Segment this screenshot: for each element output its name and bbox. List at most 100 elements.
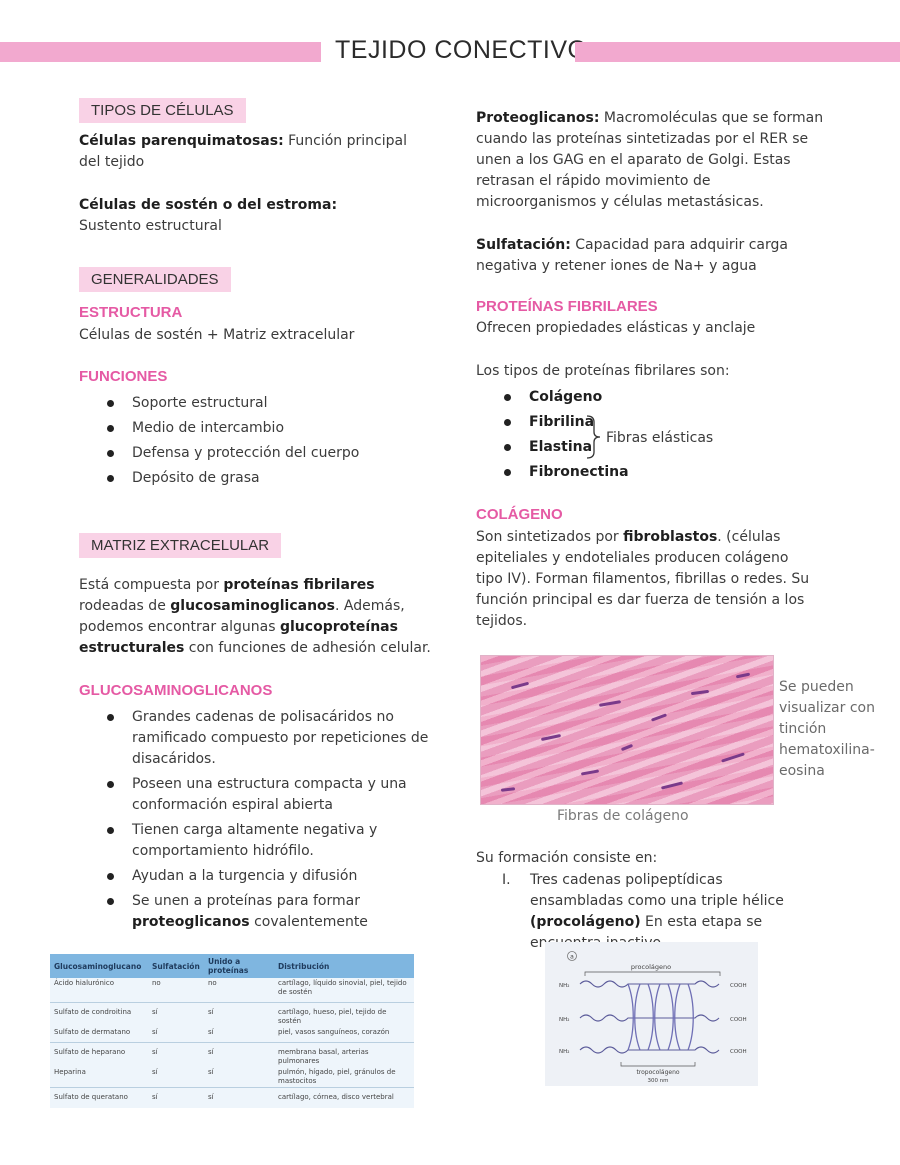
list-item: Colágeno [476, 387, 676, 408]
list-item: Grandes cadenas de polisacáridos no rami… [79, 707, 431, 770]
sulfatacion-desc: Capacidad para adquirir carga negativa y… [476, 237, 788, 274]
fibra-colageno: Colágeno [529, 389, 603, 405]
tipos-desc-2: Sustento estructural [79, 218, 222, 234]
table-row: Sulfato de condroitina sí sí cartílago, … [50, 1001, 414, 1027]
table-header: Glucosaminoglucano [50, 954, 148, 978]
step-bold: (procolágeno) [530, 914, 641, 930]
tipos-item-2: Células de sostén o del estroma: Sustent… [79, 195, 379, 237]
col-t2: . (células epiteliales y endoteliales pr… [476, 529, 810, 629]
cooh-label: COOH [730, 1017, 747, 1023]
table-row: Ácido hialurónico no no cartílago, líqui… [50, 978, 414, 1002]
proteoglicanos-term: Proteoglicanos: [476, 110, 600, 126]
table-cell: membrana basal, arterias pulmonares [274, 1041, 414, 1067]
gag-table-wrap: Glucosaminoglucano Sulfatación Unido a p… [50, 954, 414, 1108]
tipos-intro: Los tipos de proteínas fibrilares son: [476, 363, 730, 379]
table-cell: cartílago, líquido sinovial, piel, tejid… [278, 979, 407, 996]
fibrilares-text: Ofrecen propiedades elásticas y anclaje [476, 320, 756, 336]
gag-last-post: covalentemente [249, 914, 368, 930]
fibras-elasticas-label: Fibras elásticas [606, 430, 714, 446]
list-item: Fibrilina [476, 412, 676, 433]
gag-table: Glucosaminoglucano Sulfatación Unido a p… [50, 954, 414, 1108]
table-cell: sí [204, 1001, 274, 1027]
sulfatacion-term: Sulfatación: [476, 237, 571, 253]
histology-side-note: Se pueden visualizar con tinción hematox… [779, 679, 875, 779]
nh2-label: NH₂ [559, 983, 569, 989]
table-cell: cartílago, hueso, piel, tejido de sostén [274, 1001, 414, 1027]
title-bar-left [0, 42, 321, 62]
tipos-term-2: Células de sostén o del estroma: [79, 197, 338, 213]
list-item: Medio de intercambio [79, 418, 409, 439]
nh2-label: NH₂ [559, 1049, 569, 1055]
table-cell: sí [204, 1086, 274, 1108]
fibrilares-list: Colágeno Fibrilina Elastina Fibronectina [476, 387, 676, 483]
table-cell: Sulfato de queratano [50, 1086, 148, 1108]
funciones-list: Soporte estructural Medio de intercambio… [79, 393, 409, 489]
fibra-fibronectina: Fibronectina [529, 464, 629, 480]
matriz-t4: con funciones de adhesión celular. [184, 640, 431, 656]
funciones-title: FUNCIONES [79, 368, 168, 385]
matriz-b1: proteínas fibrilares [223, 577, 375, 593]
tropocolageno-label: tropocolágeno [636, 1069, 679, 1076]
nh2-label: NH₂ [559, 1017, 569, 1023]
formacion-step-number: I. [502, 872, 511, 888]
matriz-paragraph: Está compuesta por proteínas fibrilares … [79, 575, 431, 659]
table-row: Sulfato de queratano sí sí cartílago, có… [50, 1086, 414, 1108]
table-cell: sí [208, 1067, 214, 1076]
table-cell: piel, vasos sanguíneos, corazón [278, 1027, 390, 1036]
table-row: Sulfato de dermatano sí sí piel, vasos s… [50, 1027, 414, 1043]
list-item: Depósito de grasa [79, 468, 409, 489]
table-cell: sí [148, 1001, 204, 1027]
table-header: Sulfatación [148, 954, 204, 978]
table-cell: Heparina [54, 1067, 86, 1076]
section-matriz-header: MATRIZ EXTRACELULAR [79, 533, 282, 558]
cooh-label: COOH [730, 983, 747, 989]
list-item: Tienen carga altamente negativa y compor… [79, 820, 431, 862]
list-item: Elastina [476, 437, 676, 458]
table-cell: Sulfato de heparano [50, 1041, 148, 1067]
section-tipos-header: TIPOS DE CÉLULAS [79, 98, 246, 123]
procollagen-diagram: a procolágeno NH₂ NH₂ NH₂ COOH COOH COOH… [545, 942, 758, 1086]
table-cell: sí [148, 1086, 204, 1108]
page-title: TEJIDO CONECTIVO [335, 36, 588, 64]
table-cell: Ácido hialurónico [54, 979, 114, 987]
table-cell: Sulfato de condroitina [50, 1001, 148, 1027]
title-bar-right [575, 42, 900, 62]
estructura-text: Células de sostén + Matriz extracelular [79, 327, 355, 343]
histology-caption: Fibras de colágeno [557, 808, 689, 824]
table-cell: sí [204, 1041, 274, 1067]
gag-title: GLUCOSAMINOGLICANOS [79, 682, 273, 699]
table-cell: Sulfato de dermatano [54, 1027, 131, 1036]
proteoglicanos-desc: Macromoléculas que se forman cuando las … [476, 110, 824, 210]
tipos-item-1: Células parenquimatosas: Función princip… [79, 131, 409, 173]
table-row: Heparina sí sí pulmón, hígado, piel, grá… [50, 1067, 414, 1088]
col-b1: fibroblastos [623, 529, 718, 545]
matriz-t3: . Además, podemos encontrar algunas [79, 598, 405, 635]
list-item: Defensa y protección del cuerpo [79, 443, 409, 464]
table-cell: sí [152, 1067, 158, 1076]
fibra-elastina: Elastina [529, 439, 593, 455]
tipos-term-1: Células parenquimatosas: [79, 133, 284, 149]
list-item: Se unen a proteínas para formar proteogl… [79, 891, 431, 933]
matriz-t2: rodeadas de [79, 598, 171, 614]
triple-helix-illustration: a procolágeno NH₂ NH₂ NH₂ COOH COOH COOH… [559, 951, 747, 1084]
table-cell: sí [152, 1027, 158, 1036]
table-cell: sí [148, 1041, 204, 1067]
length-label: 300 nm [647, 1078, 668, 1084]
gag-last-bold: proteoglicanos [132, 914, 250, 930]
list-item: Ayudan a la turgencia y difusión [79, 866, 431, 887]
brace-icon [586, 415, 601, 459]
formacion-intro: Su formación consiste en: [476, 850, 658, 866]
list-item: Fibronectina [476, 462, 676, 483]
table-header: Unido a proteínas [204, 954, 274, 978]
fibra-fibrilina: Fibrilina [529, 414, 595, 430]
table-cell: cartílago, córnea, disco vertebral [274, 1086, 414, 1108]
colageno-title: COLÁGENO [476, 506, 563, 523]
table-cell: no [208, 979, 217, 987]
gag-last-pre: Se unen a proteínas para formar [132, 893, 360, 909]
table-row: Sulfato de heparano sí sí membrana basal… [50, 1041, 414, 1067]
section-generalidades-header: GENERALIDADES [79, 267, 231, 292]
col-t1: Son sintetizados por [476, 529, 624, 545]
tipos-desc-1: Función principal del tejido [79, 133, 407, 170]
step-pre: Tres cadenas polipeptídicas ensambladas … [530, 872, 784, 909]
list-item: Soporte estructural [79, 393, 409, 414]
